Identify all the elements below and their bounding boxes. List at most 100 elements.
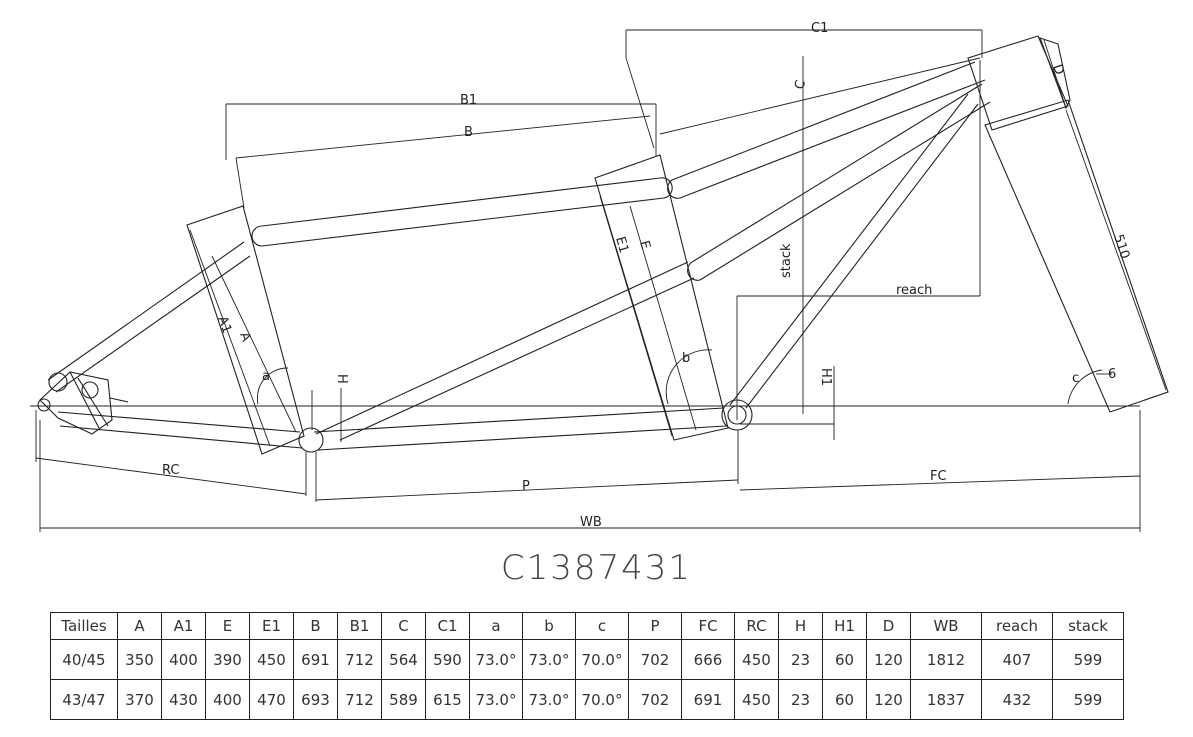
table-header-cell: FC: [681, 612, 735, 640]
table-header-cell: E1: [249, 612, 294, 640]
table-cell: 23: [778, 639, 823, 680]
table-cell: 615: [425, 679, 470, 720]
headset-stack: [1039, 37, 1071, 110]
table-header-cell: B: [293, 612, 338, 640]
down-tube-lower: [699, 101, 991, 281]
table-row: 40/45 350 400 390 450 691 712 564 590 73…: [50, 639, 1124, 680]
rear-dropout: [37, 371, 129, 435]
table-cell: 590: [425, 639, 470, 680]
table-cell: 450: [734, 679, 779, 720]
table-cell: 400: [161, 639, 206, 680]
frame-outline: [37, 35, 1169, 455]
table-header-cell: Tailles: [50, 612, 118, 640]
label-H1: H1: [818, 368, 833, 386]
table-header-cell: B1: [337, 612, 382, 640]
seat-stay-lower: [55, 255, 251, 393]
table-header-cell: H1: [822, 612, 867, 640]
table-row: 43/47 370 430 400 470 693 712 589 615 73…: [50, 679, 1124, 720]
table-header-cell: H: [778, 612, 823, 640]
label-FC: FC: [930, 469, 947, 484]
table-cell: 712: [337, 639, 382, 680]
label-H: H: [334, 374, 349, 384]
table-cell: 407: [981, 639, 1053, 680]
table-cell: 60: [822, 639, 867, 680]
front-top-tube-upper: [671, 61, 976, 181]
model-code: C1387431: [500, 548, 693, 588]
table-header-row: Tailles A A1 E E1 B B1 C C1 a b c P FC R…: [50, 612, 1124, 640]
diagonal-tube-lower: [339, 277, 695, 441]
front-seat-tube: [594, 154, 729, 441]
table-cell: 432: [981, 679, 1053, 720]
rear-seat-tube: [186, 205, 305, 455]
dimension-lines: [35, 29, 1167, 532]
table-cell: 1812: [910, 639, 982, 680]
table-cell: 470: [249, 679, 294, 720]
chain-stay-upper: [57, 411, 301, 433]
table-cell: 390: [205, 639, 250, 680]
table-cell: 564: [381, 639, 426, 680]
label-C: C: [792, 79, 809, 91]
table-header-cell: A1: [161, 612, 206, 640]
head-tube: [967, 35, 1069, 131]
table-cell: 23: [778, 679, 823, 720]
fork: [984, 99, 1169, 413]
down-tube-end: [687, 261, 701, 281]
table-cell: 40/45: [50, 639, 118, 680]
table-header-cell: E: [205, 612, 250, 640]
table-header-cell: WB: [910, 612, 982, 640]
table-cell: 693: [293, 679, 338, 720]
table-header-cell: A: [117, 612, 162, 640]
label-RC: RC: [162, 463, 179, 478]
label-B1: B1: [460, 93, 477, 108]
table-cell: 430: [161, 679, 206, 720]
front-stay-lower: [745, 103, 979, 409]
label-E1: E1: [612, 235, 631, 255]
table-cell: 73.0°: [469, 639, 523, 680]
table-cell: 120: [866, 639, 911, 680]
table-header-cell: D: [866, 612, 911, 640]
table-cell: 73.0°: [522, 639, 576, 680]
rear-top-tube-upper: [261, 177, 661, 227]
table-cell: 691: [681, 679, 735, 720]
label-P: P: [522, 479, 530, 494]
rear-top-tube-end: [251, 225, 263, 247]
table-cell: 712: [337, 679, 382, 720]
table-cell: 73.0°: [522, 679, 576, 720]
table-header-cell: c: [575, 612, 629, 640]
label-E: E: [636, 239, 653, 251]
table-header-cell: P: [628, 612, 682, 640]
label-A: A: [236, 330, 253, 344]
geometry-table: Tailles A A1 E E1 B B1 C C1 a b c P FC R…: [50, 612, 1124, 720]
table-cell: 73.0°: [469, 679, 523, 720]
table-cell: 450: [249, 639, 294, 680]
rear-top-tube-end-2: [659, 177, 673, 199]
down-tube-upper: [691, 83, 983, 263]
label-D: D: [1049, 63, 1066, 77]
front-top-tube-lower: [679, 79, 986, 199]
table-header-cell: b: [522, 612, 576, 640]
label-b: b: [682, 351, 690, 366]
table-cell: 400: [205, 679, 250, 720]
label-stack: stack: [779, 243, 794, 278]
front-top-tube-end: [667, 179, 681, 199]
table-cell: 370: [117, 679, 162, 720]
label-WB: WB: [580, 515, 602, 530]
table-cell: 599: [1052, 679, 1124, 720]
table-header-cell: a: [469, 612, 523, 640]
label-510: 510: [1110, 233, 1132, 261]
table-header-cell: RC: [734, 612, 779, 640]
table-header-cell: stack: [1052, 612, 1124, 640]
table-cell: 450: [734, 639, 779, 680]
table-header-cell: C: [381, 612, 426, 640]
table-cell: 691: [293, 639, 338, 680]
table-cell: 70.0°: [575, 679, 629, 720]
rear-bottom-bracket: [298, 427, 324, 453]
table-cell: 1837: [910, 679, 982, 720]
table-cell: 702: [628, 639, 682, 680]
rear-top-tube-lower: [261, 197, 665, 247]
label-reach: reach: [896, 283, 932, 298]
table-cell: 43/47: [50, 679, 118, 720]
table-cell: 350: [117, 639, 162, 680]
table-cell: 666: [681, 639, 735, 680]
label-C1: C1: [811, 21, 828, 36]
